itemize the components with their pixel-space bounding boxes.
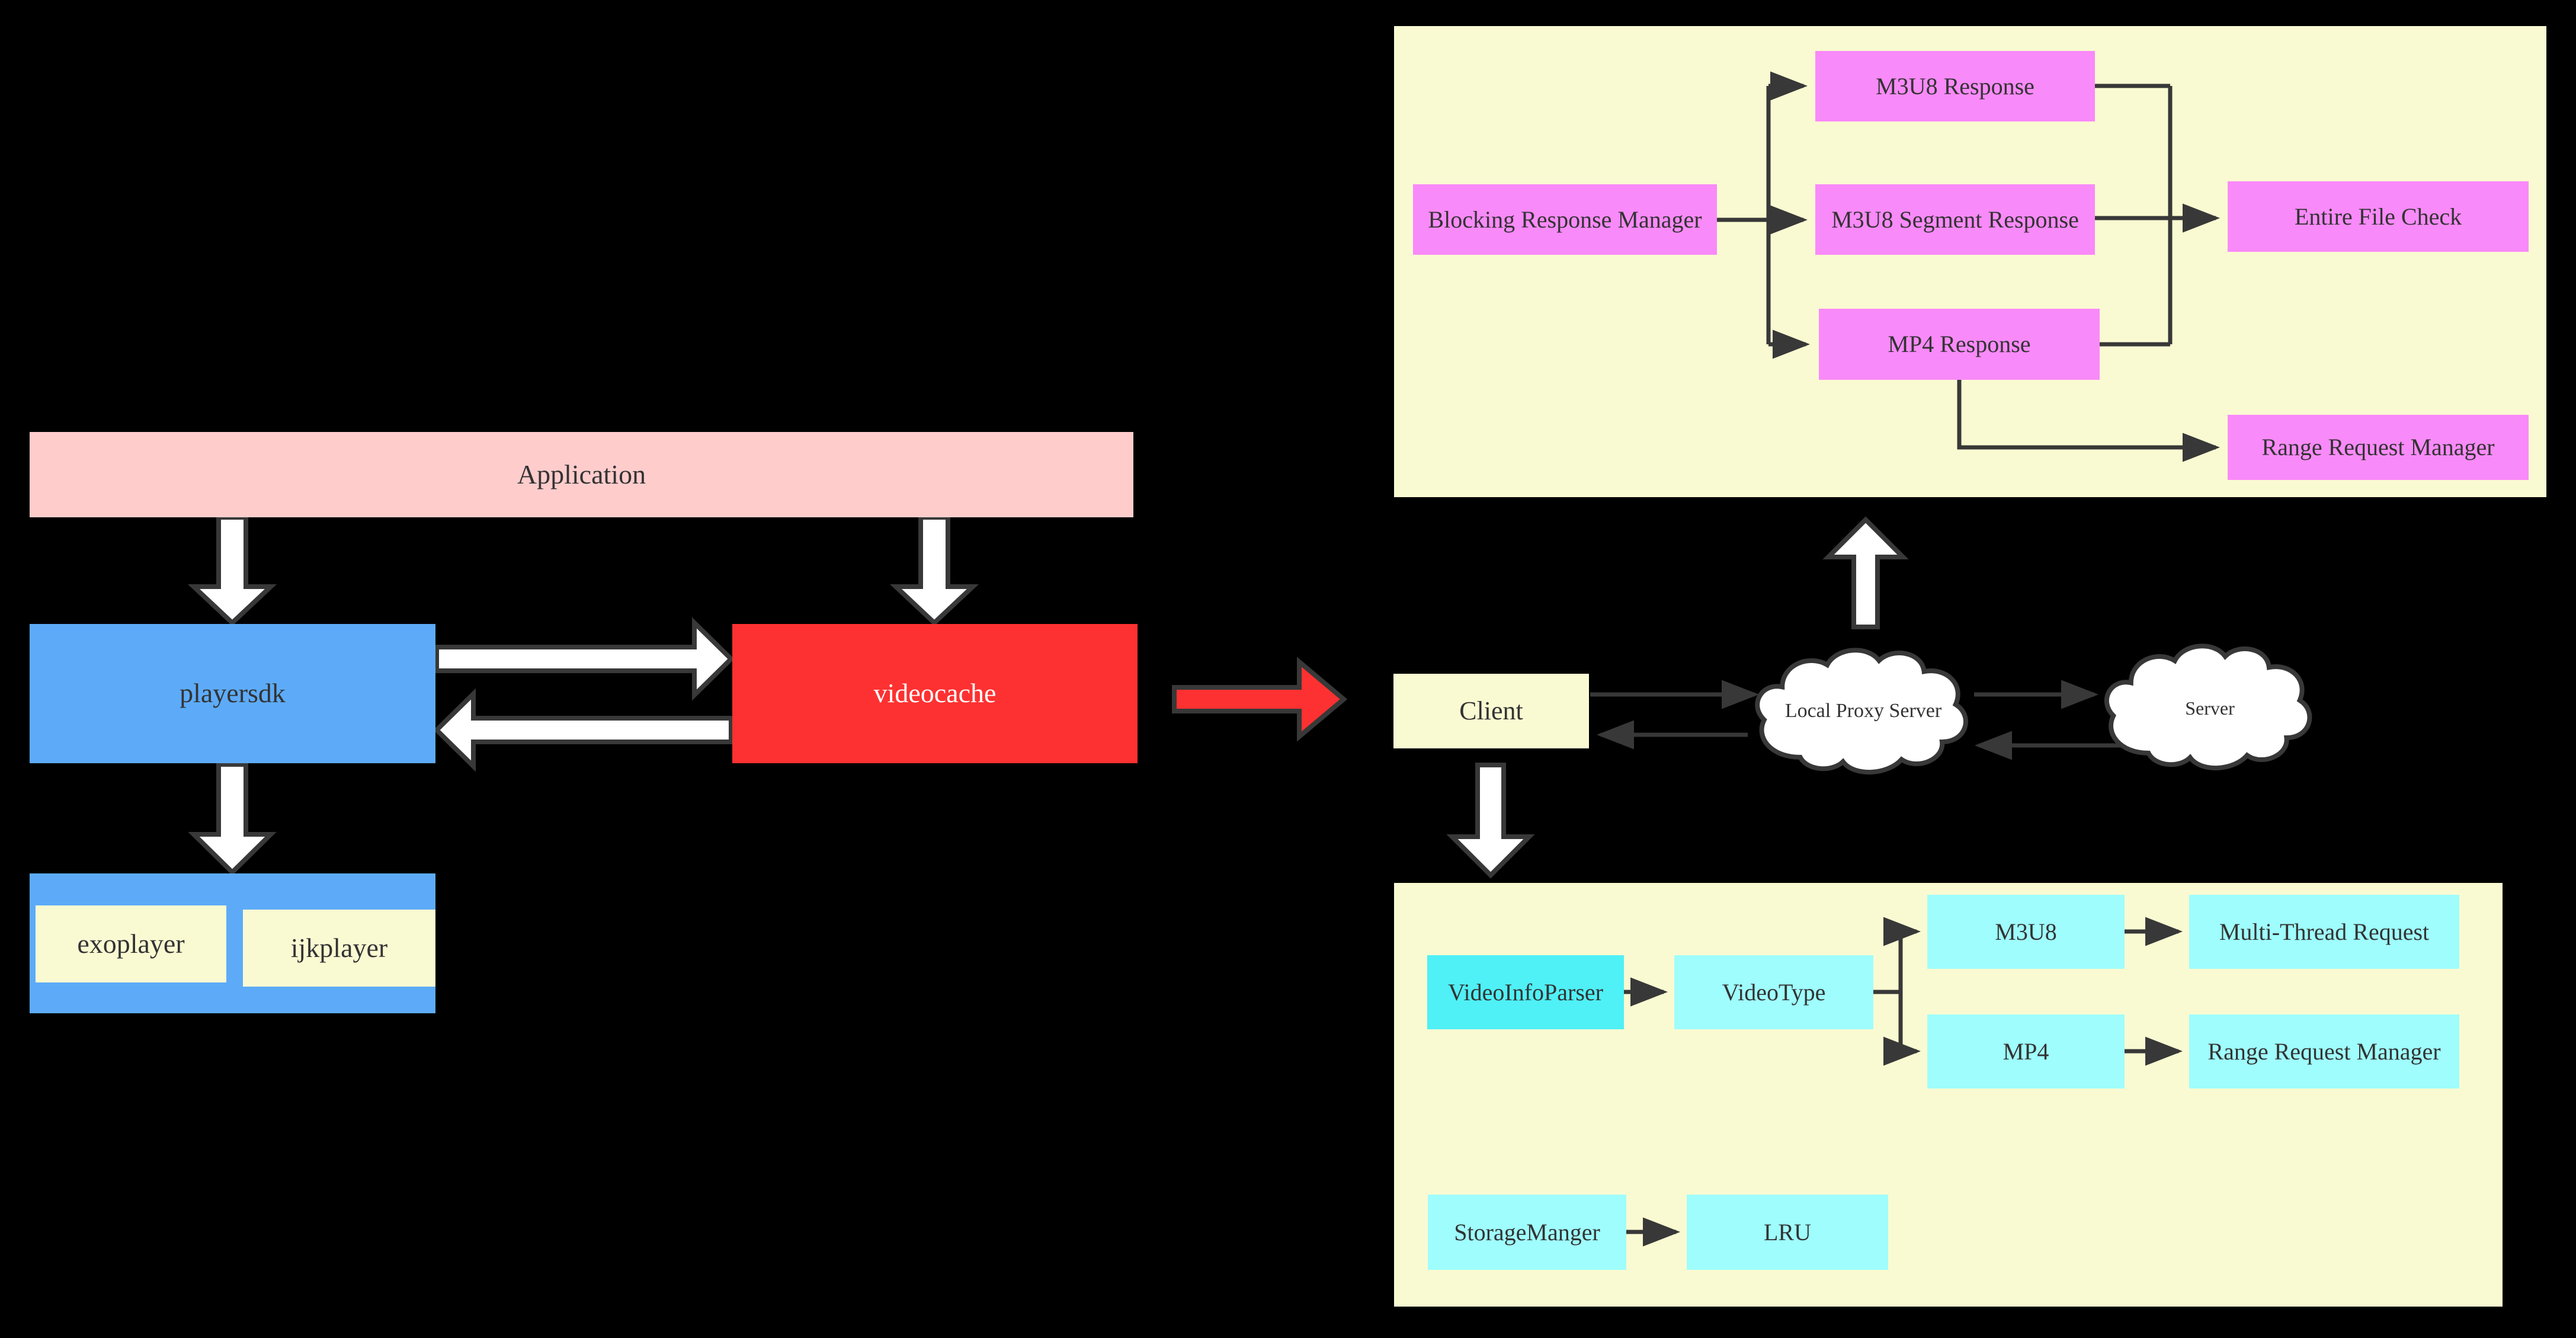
video-type-node: VideoType [1674,955,1873,1029]
mp4-node: MP4 [1927,1014,2125,1089]
ijkplayer-label: ijkplayer [290,932,388,963]
parser-panel-connectors [1624,917,2183,1247]
playersdk-label: playersdk [180,678,286,709]
arrow-videocache-to-playersdk [433,688,733,772]
videocache-label: videocache [873,678,997,709]
exoplayer-label: exoplayer [77,928,185,959]
arrow-playersdk-to-players [188,762,277,876]
application-label: Application [517,459,646,489]
range-request-manager-top-node: Range Request Manager [2228,415,2529,480]
local-proxy-server-cloud [1757,650,1966,772]
m3u8-segment-response-node: M3U8 Segment Response [1815,184,2095,255]
storage-manger-node: StorageManger [1428,1195,1626,1270]
local-proxy-server-label: Local Proxy Server [1784,700,1942,722]
clouds [1757,646,2309,772]
exoplayer-node: exoplayer [36,905,226,982]
response-panel-connectors [1717,71,2220,462]
arrow-videocache-to-client [1172,657,1348,742]
blocking-response-manager-node: Blocking Response Manager [1413,184,1717,255]
arrow-application-to-videocache [889,515,979,626]
arrow-proxy-to-response-panel [1822,516,1909,629]
client-label: Client [1459,696,1523,725]
multi-thread-request-node: Multi-Thread Request [2189,895,2459,969]
m3u8-response-node: M3U8 Response [1815,51,2095,121]
ijkplayer-node: ijkplayer [243,910,435,987]
server-cloud [2107,646,2310,768]
server-label: Server [2185,697,2235,719]
m3u8-node: M3U8 [1927,895,2125,969]
entire-file-check-node: Entire File Check [2228,181,2529,252]
lru-node: LRU [1687,1195,1888,1270]
client-node: Client [1393,674,1589,748]
videocache-node: videocache [732,624,1138,763]
playersdk-node: playersdk [30,624,435,763]
application-node: Application [30,432,1133,517]
network-connectors [1590,680,2130,760]
mp4-response-node: MP4 Response [1819,309,2100,380]
arrow-application-to-playersdk [187,515,277,626]
arrow-client-to-parser-panel [1446,763,1535,879]
block-arrows [187,515,1909,879]
range-request-manager-bottom-node: Range Request Manager [2189,1014,2459,1089]
video-info-parser-node: VideoInfoParser [1427,955,1624,1029]
arrow-playersdk-to-videocache [434,617,735,701]
